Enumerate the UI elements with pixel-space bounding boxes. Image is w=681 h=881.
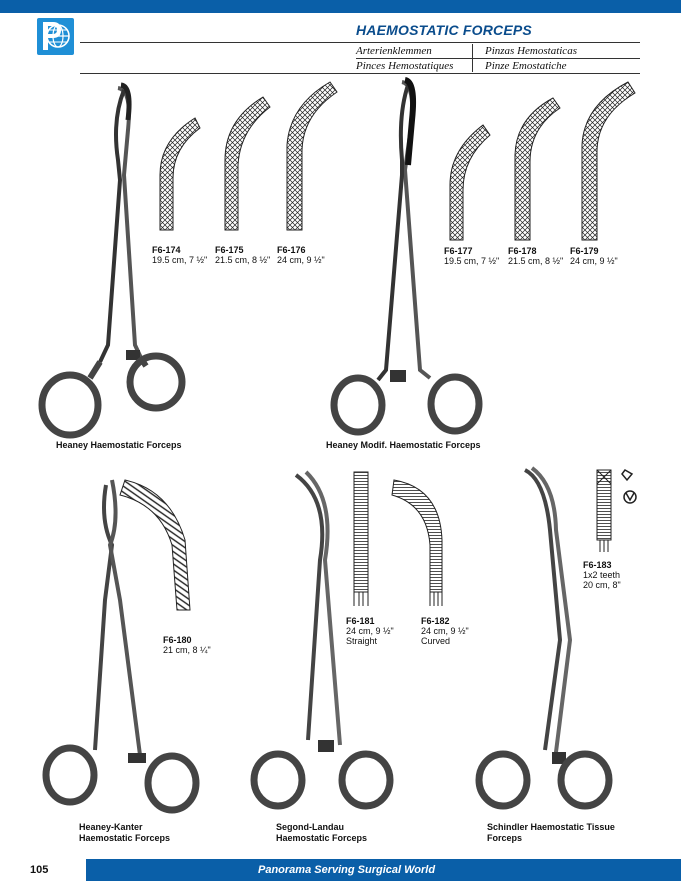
jaw-f6-177 xyxy=(449,124,491,241)
heaney-modif-forceps-illustration xyxy=(330,77,483,436)
jaw-f6-175 xyxy=(224,96,271,231)
lang-es: Pinzas Hemostaticas xyxy=(485,45,577,57)
jaw-f6-180 xyxy=(119,479,191,611)
jaw-f6-174 xyxy=(159,117,201,231)
heaney-forceps-illustration xyxy=(38,82,186,439)
jaw-f6-178 xyxy=(514,97,561,241)
header-rule-bottom xyxy=(80,73,640,74)
schindler-forceps-illustration xyxy=(475,466,613,810)
panorama-logo-icon xyxy=(37,18,74,55)
jaw-f6-182 xyxy=(391,479,443,606)
header-rule-mid xyxy=(356,58,640,59)
tooth-detail-icon xyxy=(621,469,637,504)
jaw-f6-179 xyxy=(581,81,636,241)
lang-de: Arterienklemmen xyxy=(356,45,432,57)
page-title: HAEMOSTATIC FORCEPS xyxy=(356,22,532,38)
page-number: 105 xyxy=(30,864,49,876)
page-number-box xyxy=(0,859,86,881)
jaw-f6-183 xyxy=(596,469,612,552)
top-color-bar xyxy=(0,0,681,13)
caption-heaney-modif: Heaney Modif. Haemostatic Forceps xyxy=(326,440,481,450)
header-separator xyxy=(472,44,473,72)
footer-tagline: Panorama Serving Surgical World xyxy=(258,864,436,876)
heaney-kanter-forceps-illustration xyxy=(42,479,200,814)
header-rule-top xyxy=(80,42,640,43)
jaw-f6-181 xyxy=(353,471,369,606)
footer-bar xyxy=(0,859,681,881)
lang-fr: Pinces Hemostatiques xyxy=(356,60,454,72)
caption-heaney: Heaney Haemostatic Forceps xyxy=(56,440,182,450)
lang-it: Pinze Emostatiche xyxy=(485,60,567,72)
segond-landau-forceps-illustration xyxy=(250,470,394,810)
jaw-f6-176 xyxy=(286,81,338,231)
